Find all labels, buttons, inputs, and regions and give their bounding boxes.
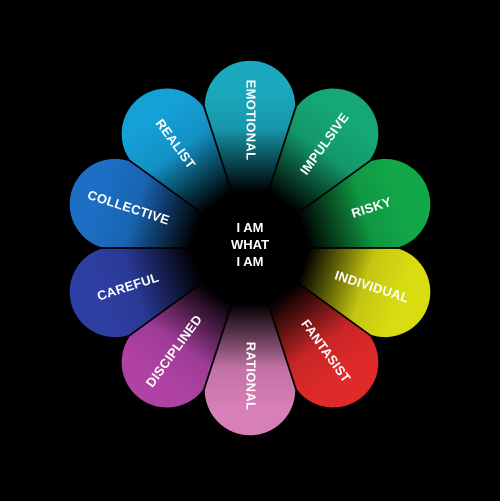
petal-collective xyxy=(68,157,246,249)
petal-realist xyxy=(120,86,249,246)
center-text: I AM WHAT I AM xyxy=(231,220,269,269)
petal-impulsive xyxy=(251,86,380,246)
petal-disciplined xyxy=(120,250,249,410)
petal-fantasist xyxy=(251,250,380,410)
center-line-1: I AM xyxy=(237,220,264,235)
petal-label-rational: RATIONAL xyxy=(244,342,259,411)
petal-careful xyxy=(68,247,246,339)
petal-label-emotional: EMOTIONAL xyxy=(244,80,259,161)
petal-rational xyxy=(203,252,297,437)
center-line-3: I AM xyxy=(237,254,264,269)
petals xyxy=(68,59,432,437)
center-hub xyxy=(198,196,302,300)
petal-emotional xyxy=(203,59,297,244)
petal-individual xyxy=(254,247,432,339)
petal-risky xyxy=(254,157,432,249)
center-line-2: WHAT xyxy=(231,237,269,252)
